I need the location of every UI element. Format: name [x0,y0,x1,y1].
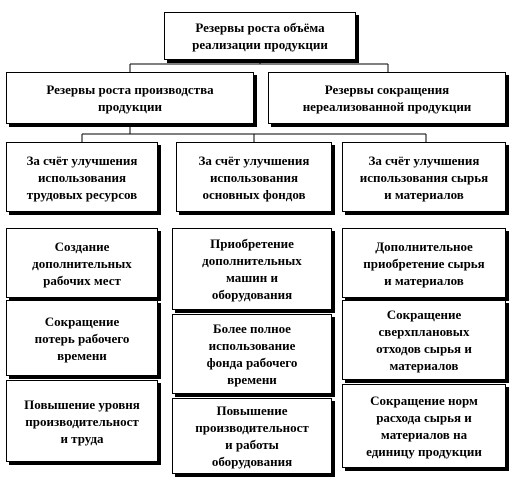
column-3-header-box: За счёт улучшения использования сырья и … [342,142,506,212]
column-3-item-2-box: Сокращение сверхплановых отходов сырья и… [342,300,506,380]
column-1-item-1-label: Создание дополнительных рабочих мест [32,238,132,288]
column-1-item-3-box: Повышение уровня производительност и тру… [6,380,158,462]
column-2-header-label: За счёт улучшения использования основных… [198,152,310,202]
column-1-item-1-box: Создание дополнительных рабочих мест [6,228,158,298]
column-1-header-box: За счёт улучшения использования трудовых… [6,142,158,212]
column-3-header-label: За счёт улучшения использования сырья и … [359,152,489,202]
column-3-item-2-label: Сокращение сверхплановых отходов сырья и… [376,307,472,373]
column-2-item-1-label: Приобретение дополнительных машин и обор… [202,236,302,302]
unsold-reserves-box: Резервы сокращения нереализованной проду… [268,72,506,124]
column-1-header-label: За счёт улучшения использования трудовых… [26,152,138,202]
column-1-item-2-box: Сокращение потерь рабочего времени [6,300,158,376]
root-label: Резервы роста объёма реализации продукци… [192,20,328,52]
column-2-header-box: За счёт улучшения использования основных… [176,142,332,212]
column-2-item-3-box: Повышение производительност и работы обо… [172,398,332,474]
unsold-reserves-label: Резервы сокращения нереализованной проду… [302,82,472,114]
root-box: Резервы роста объёма реализации продукци… [164,12,356,60]
column-3-item-3-label: Сокращение норм расхода сырья и материал… [366,393,482,459]
column-3-item-1-label: Дополнительное приобретение сырья и мате… [363,238,485,288]
column-1-item-3-label: Повышение уровня производительност и тру… [24,396,140,446]
production-reserves-label: Резервы роста производства продукции [46,82,214,114]
production-reserves-box: Резервы роста производства продукции [6,72,254,124]
column-2-item-2-label: Более полное использование фонда рабочег… [206,321,298,387]
column-2-item-1-box: Приобретение дополнительных машин и обор… [172,228,332,310]
column-3-item-3-box: Сокращение норм расхода сырья и материал… [342,384,506,468]
column-2-item-2-box: Более полное использование фонда рабочег… [172,314,332,394]
column-2-item-3-label: Повышение производительност и работы обо… [195,403,309,469]
column-3-item-1-box: Дополнительное приобретение сырья и мате… [342,228,506,298]
column-1-item-2-label: Сокращение потерь рабочего времени [34,313,130,363]
